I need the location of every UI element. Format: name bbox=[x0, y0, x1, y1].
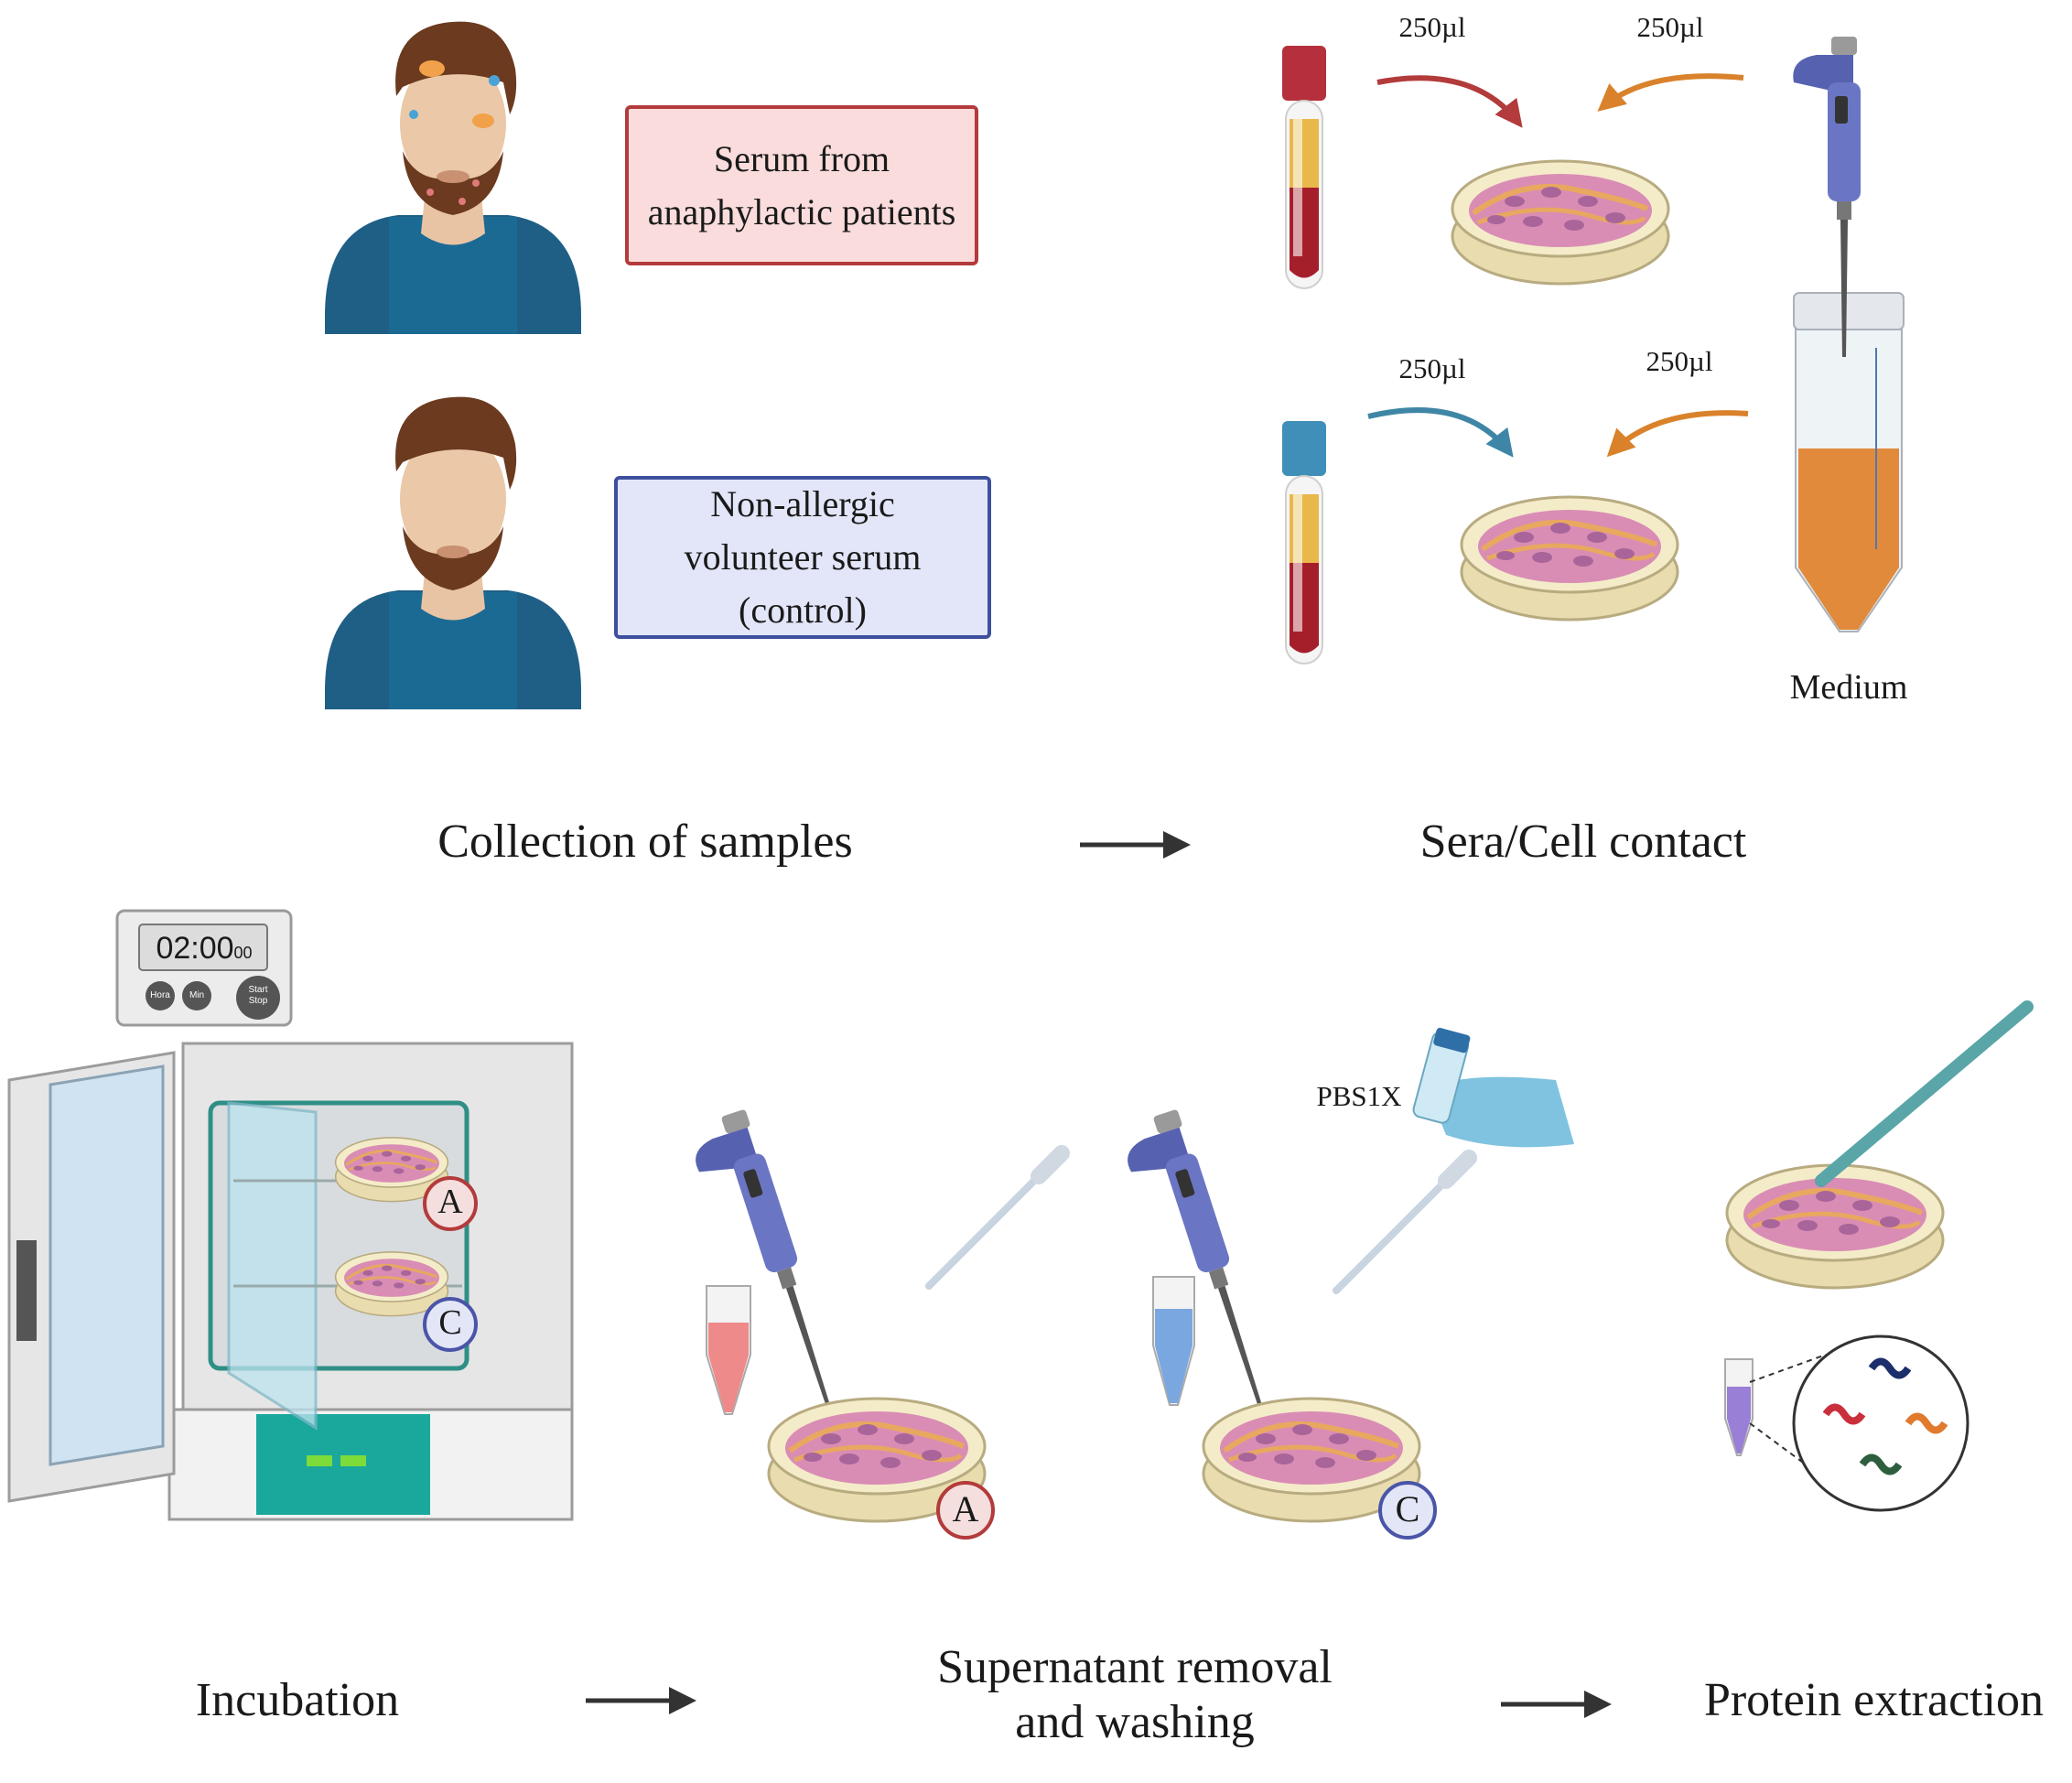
timer-min-button: Min bbox=[189, 990, 205, 1000]
dish-bottom bbox=[1462, 497, 1678, 620]
badge-a-incubator bbox=[423, 1176, 478, 1231]
pipette-a bbox=[684, 1108, 848, 1433]
timer bbox=[115, 909, 293, 1027]
medium-label: Medium bbox=[1789, 668, 1908, 707]
stage-collection: Collection of samples bbox=[437, 816, 853, 868]
rash-marks bbox=[409, 60, 500, 205]
red-blood-tube bbox=[1281, 45, 1327, 289]
badge-a-incubator-letter: A bbox=[437, 1183, 463, 1221]
volume-label-orange-top: 250µl bbox=[1636, 11, 1704, 43]
stage-removal: Supernatant removal and washing bbox=[937, 1641, 1333, 1748]
blue-blood-tube bbox=[1281, 420, 1327, 665]
badge-a-letter: A bbox=[952, 1488, 979, 1529]
arrow-medium-top bbox=[1597, 73, 1744, 112]
stage-contact: Sera/Cell contact bbox=[1419, 816, 1747, 868]
timer-hora-button: Hora bbox=[150, 990, 170, 1000]
timer-startstop-button: Start Stop bbox=[248, 985, 268, 1006]
serum-patients-label: Serum from anaphylactic patients bbox=[647, 137, 956, 232]
control-serum-box: Non-allergic volunteer serum (control) bbox=[614, 476, 991, 639]
badge-c-incubator bbox=[423, 1297, 478, 1352]
dish-extraction bbox=[1727, 1165, 1943, 1288]
stage-incubation: Incubation bbox=[195, 1674, 400, 1726]
stage-extraction: Protein extraction bbox=[1703, 1674, 2045, 1726]
timer-display: 02:0000 bbox=[145, 931, 264, 967]
timer-seconds: 00 bbox=[233, 944, 253, 962]
eppendorf-red bbox=[706, 1285, 751, 1415]
patient-figure bbox=[325, 21, 581, 335]
pipette-c bbox=[1116, 1108, 1280, 1433]
incubator bbox=[7, 1042, 574, 1521]
control-serum-label: Non-allergic volunteer serum (control) bbox=[684, 483, 922, 631]
arrow-medium-bottom bbox=[1606, 410, 1749, 458]
timer-time: 02:00 bbox=[156, 931, 234, 966]
cell-scraper bbox=[1815, 1000, 2034, 1187]
arrow-blue-serum bbox=[1367, 407, 1514, 458]
arrow-red-serum bbox=[1376, 75, 1523, 128]
pbs-label: PBS1X bbox=[1316, 1080, 1402, 1112]
volume-label-blue: 250µl bbox=[1398, 352, 1466, 384]
eppendorf-purple bbox=[1724, 1358, 1754, 1456]
falcon-tube bbox=[1793, 292, 1905, 632]
badge-c bbox=[1378, 1481, 1437, 1540]
control-figure bbox=[325, 396, 581, 709]
protein-zoom-circle bbox=[1792, 1335, 1969, 1512]
badge-a bbox=[936, 1481, 995, 1540]
volume-label-orange-bottom: 250µl bbox=[1646, 345, 1713, 377]
badge-c-incubator-letter: C bbox=[438, 1303, 462, 1342]
badge-c-letter: C bbox=[1395, 1488, 1420, 1529]
eppendorf-blue bbox=[1152, 1276, 1195, 1406]
serum-patients-box: Serum from anaphylactic patients bbox=[625, 105, 978, 265]
dropper-c bbox=[1336, 1158, 1469, 1291]
dropper-a bbox=[929, 1153, 1062, 1286]
volume-label-red: 250µl bbox=[1398, 11, 1466, 43]
gloved-hand bbox=[1412, 1027, 1574, 1148]
dish-top bbox=[1452, 161, 1668, 284]
